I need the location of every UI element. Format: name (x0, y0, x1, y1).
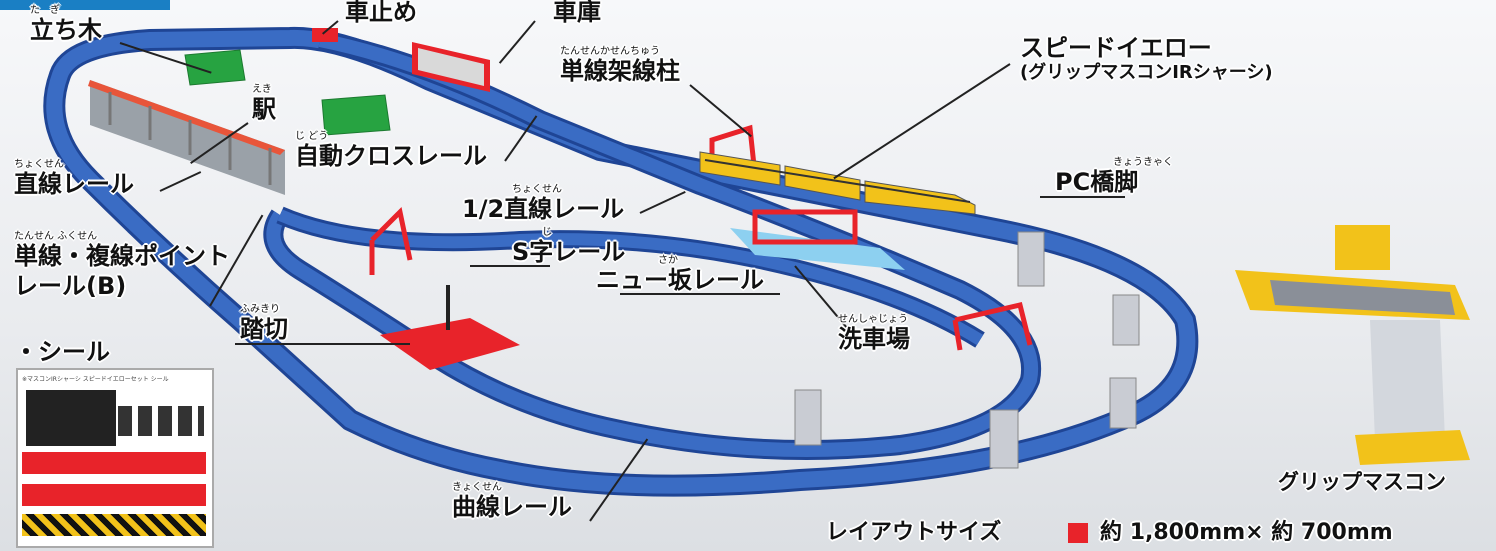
ruby-kyokusen: きょくせん (452, 482, 502, 493)
ruby-new-saka: さか (658, 255, 678, 266)
text-s-ji: S字レール (512, 238, 626, 266)
text-eki: 駅 (252, 95, 276, 123)
seal-sheet-red-band-2 (22, 484, 206, 506)
leader-s-ji (470, 265, 550, 267)
label-fumikiri: ふみきり 踏切 (240, 304, 288, 343)
text-half-chokusen: 1/2直線レール (462, 195, 625, 223)
garage (412, 42, 490, 92)
seal-sheet-header: ※マスコンIRシャーシ スピードイエローセット シール (22, 376, 169, 383)
text-tansen-fukusen: 単線・複線ポイント (14, 242, 230, 270)
text-shako: 車庫 (553, 0, 601, 26)
station (88, 80, 285, 195)
label-senshajo: せんしゃじょう 洗車場 (838, 314, 910, 353)
ruby-half-chokusen: ちょくせん (512, 184, 562, 195)
text-new-saka: ニュー坂レール (596, 266, 764, 294)
ruby-tachigi: た ぎ (30, 5, 60, 16)
ruby-eki: えき (252, 84, 272, 95)
label-tansen-fukusen: たんせん ふくせん 単線・複線ポイント レール(B) (14, 231, 230, 300)
layout-width: 1,800mm× (1129, 520, 1264, 545)
car-wash (730, 209, 905, 270)
text-tachigi: 立ち木 (30, 16, 102, 44)
seal-sheet-icons (26, 390, 116, 446)
label-jido-cross: じ どう 自動クロスレール (295, 131, 487, 170)
text-speed-yellow: スピードイエロー (1020, 34, 1212, 62)
label-pc: きょうきゃく PC橋脚 (1055, 157, 1173, 196)
seal-sheet-stickers (118, 406, 204, 436)
layout-size-label: レイアウトサイズ (826, 520, 1002, 545)
corner-tab (0, 0, 170, 10)
text-kasenchu: 単線架線柱 (560, 57, 680, 85)
yaku-1: 約 (1100, 520, 1123, 545)
text-jido-cross: 自動クロスレール (295, 142, 487, 170)
label-speed-yellow: スピードイエロー (グリップマスコンIRシャーシ) (1020, 36, 1273, 82)
ruby-senshajo: せんしゃじょう (838, 314, 908, 325)
ruby-tansen-fukusen: たんせん ふくせん (14, 231, 98, 242)
label-chokusen: ちょくせん 直線レール (14, 159, 134, 198)
seal-sheet: ※マスコンIRシャーシ スピードイエローセット シール (16, 368, 214, 548)
ruby-fumikiri: ふみきり (240, 304, 280, 315)
leader-new-saka (620, 293, 780, 295)
text-seal: ・シール (14, 338, 110, 366)
ruby-pc: きょうきゃく (1113, 157, 1173, 168)
trees (184, 49, 391, 136)
label-grip: グリップマスコン (1278, 472, 1446, 493)
catenary-poles (369, 124, 1033, 351)
text-speed-yellow-sub: (グリップマスコンIRシャーシ) (1020, 62, 1273, 83)
text-kyokusen: 曲線レール (452, 493, 572, 521)
leader-fumikiri (235, 343, 410, 345)
text-kurumadome: 車止め (345, 0, 417, 26)
label-kurumadome: 車止め (345, 0, 417, 24)
label-eki: えき 駅 (252, 84, 276, 123)
label-s-ji: じ S字レール (512, 227, 626, 266)
layout-size-marker (1068, 523, 1088, 543)
yaku-2: 約 (1271, 520, 1294, 545)
text-grip: グリップマスコン (1278, 470, 1446, 494)
layout-size-values: 約 1,800mm× 約 700mm (1100, 522, 1393, 544)
label-tachigi: た ぎ 立ち木 (30, 5, 102, 44)
rail-loop-inner (263, 30, 1042, 460)
ruby-chokusen: ちょくせん (14, 159, 64, 170)
buffer-stop (312, 28, 338, 42)
ruby-s-ji: じ (542, 227, 552, 238)
label-new-saka: さか ニュー坂レール (596, 255, 764, 294)
label-half-chokusen: ちょくせん 1/2直線レール (462, 184, 625, 223)
text-chokusen: 直線レール (14, 170, 134, 198)
ruby-kasenchu: たんせんかせんちゅう (560, 46, 660, 57)
text-senshajo: 洗車場 (838, 325, 910, 353)
ruby-jido-cross: じ どう (295, 131, 329, 142)
label-shako: 車庫 (553, 0, 601, 24)
grip-controller (1235, 225, 1470, 465)
seal-sheet-red-band-1 (22, 452, 206, 474)
leader-pc (1040, 196, 1125, 198)
label-kasenchu: たんせんかせんちゅう 単線架線柱 (560, 46, 680, 85)
seal-sheet-stripes (22, 514, 206, 536)
text-fumikiri: 踏切 (240, 315, 288, 343)
text-tansen-fukusen-2: レール(B) (14, 272, 127, 300)
text-pc: PC橋脚 (1055, 168, 1139, 196)
label-seal: ・シール (14, 340, 110, 364)
crossing (380, 285, 520, 370)
label-kyokusen: きょくせん 曲線レール (452, 482, 572, 521)
bridge-piers (794, 231, 1140, 469)
layout-height: 700mm (1300, 520, 1393, 545)
